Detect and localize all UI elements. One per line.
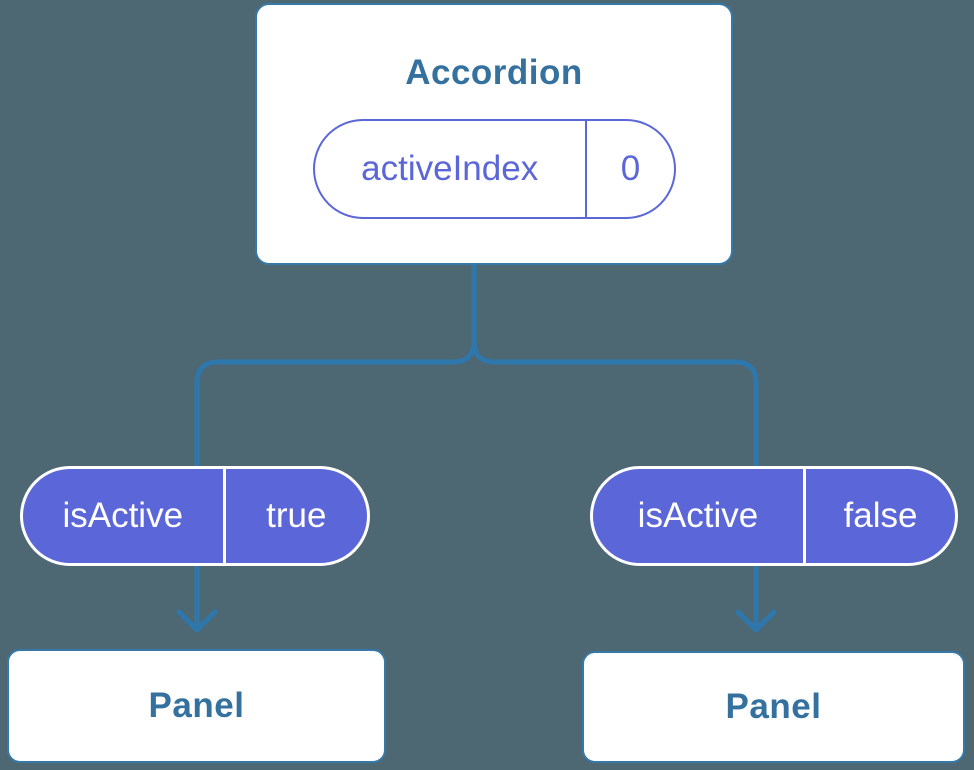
- state-name: activeIndex: [361, 149, 539, 188]
- pill-divider: [584, 121, 588, 217]
- connector-right-branch: [471, 263, 759, 467]
- panel-component-card: Panel: [582, 651, 965, 763]
- pill-divider: [802, 469, 806, 563]
- pill-divider: [222, 469, 226, 563]
- state-pill-activeindex: activeIndex 0: [312, 119, 676, 219]
- arrow-down-icon: [735, 565, 777, 633]
- prop-value: true: [266, 496, 327, 535]
- prop-name: isActive: [637, 496, 759, 535]
- arrow-down-icon: [176, 565, 218, 633]
- panel-component-card: Panel: [7, 649, 386, 763]
- prop-name: isActive: [62, 496, 184, 535]
- accordion-component-card: Accordion activeIndex 0: [255, 3, 733, 265]
- prop-pill-isactive-false: isActive false: [590, 466, 958, 566]
- prop-value: false: [843, 496, 918, 535]
- prop-pill-isactive-true: isActive true: [20, 466, 370, 566]
- component-title: Panel: [725, 687, 822, 726]
- state-value: 0: [620, 149, 641, 188]
- component-title: Accordion: [405, 53, 583, 92]
- component-title: Panel: [148, 686, 245, 725]
- connector-left-branch: [194, 263, 477, 467]
